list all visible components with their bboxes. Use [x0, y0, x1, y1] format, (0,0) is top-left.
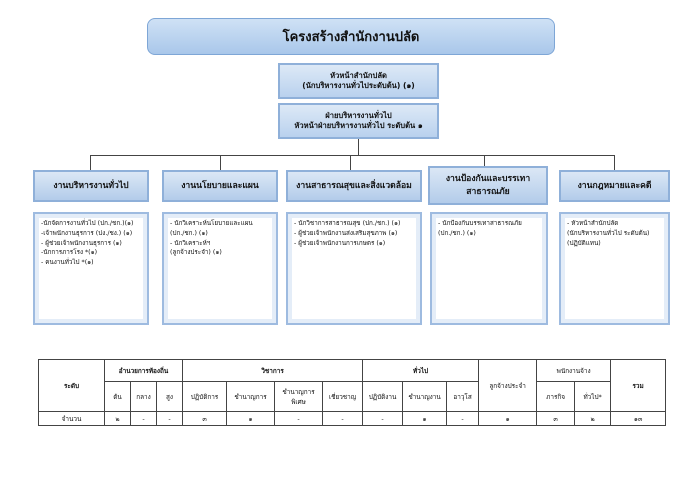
staff-list-general-admin: -นักจัดการงานทั่วไป (ปก./ชก.)(๑) -เจ้าพน…: [33, 212, 149, 325]
staff-list-disaster-prevention: - นักป้องกันบรรเทาสาธารณภัย (ปก./ชก.) (๑…: [430, 212, 548, 325]
total-header: รวม: [610, 359, 667, 412]
count-cell: ๑: [402, 411, 448, 426]
level-cell: สูง: [155, 381, 184, 412]
admin-section-box: ฝ่ายบริหารงานทั่วไป หัวหน้าฝ่ายบริหารงาน…: [278, 103, 439, 139]
staff-item: - นักป้องกันบรรเทาสาธารณภัย: [438, 220, 522, 227]
count-cell: -: [155, 411, 184, 426]
count-cell: ๒: [574, 411, 612, 426]
connector-vertical-main: [358, 139, 359, 155]
staff-item: -นักการภารโรง *(๑): [41, 249, 98, 257]
staff-item: (ปก./ชก.) (๑): [170, 229, 208, 237]
department-public-health: งานสาธารณสุขและสิ่งแวดล้อม: [286, 170, 422, 202]
level-cell: ปฏิบัติการ: [182, 381, 228, 412]
staff-item: -เจ้าพนักงานธุรการ (ปง./ชง.) (๑): [41, 229, 133, 237]
level-cell: ทั่วไป*: [574, 381, 612, 412]
chart-title: โครงสร้างสำนักงานปลัด: [147, 18, 555, 55]
count-cell: -: [274, 411, 324, 426]
count-cell: -: [322, 411, 364, 426]
count-cell: ๒: [104, 411, 131, 426]
staff-item: - นักวิเคราะห์นโยบายและแผน: [170, 220, 253, 227]
connector-drop-3: [350, 155, 351, 170]
level-cell: ชำนาญงาน: [402, 381, 448, 412]
staff-list-public-health: - นักวิชาการสาธารณสุข (ปก./ชก.) (๑) - ผู…: [286, 212, 422, 325]
head-position: (นักบริหารงานทั่วไประดับต้น) (๑): [302, 81, 415, 90]
staff-item: - ผู้ช่วยเจ้าพนักงานส่งเสริมสุขภาพ (๑): [294, 229, 398, 237]
count-cell: ๓: [536, 411, 576, 426]
general-header: ทั่วไป: [362, 359, 480, 382]
count-cell: ๑: [478, 411, 538, 426]
local-admin-header: อำนวยการท้องถิ่น: [103, 359, 184, 382]
admin-position: หัวหน้าฝ่ายบริหารงานทั่วไป ระดับต้น ๑: [294, 121, 423, 130]
staff-item: - นักวิเคราะห์ฯ: [170, 239, 211, 247]
department-disaster-prevention: งานป้องกันและบรรเทาสาธารณภัย: [428, 166, 548, 205]
staff-item: - หัวหน้าสำนักปลัด: [567, 220, 619, 227]
count-cell: -: [446, 411, 480, 426]
connector-drop-4: [484, 155, 485, 170]
level-cell: กลาง: [130, 381, 157, 412]
contract-employee-header: พนักงานจ้าง: [536, 359, 612, 382]
count-cell: ๑: [226, 411, 276, 426]
level-cell: เชี่ยวชาญ: [322, 381, 364, 412]
academic-header: วิชาการ: [182, 359, 364, 382]
level-cell: ต้น: [104, 381, 131, 412]
staff-item: - นักวิชาการสาธารณสุข (ปก./ชก.) (๑): [294, 220, 401, 227]
count-cell: -: [362, 411, 404, 426]
admin-title: ฝ่ายบริหารงานทั่วไป: [325, 110, 392, 120]
level-header: ระดับ: [38, 359, 105, 412]
level-cell: ปฏิบัติงาน: [362, 381, 404, 412]
level-cell: ชำนาญการ: [226, 381, 276, 412]
staff-summary-table: ระดับ อำนวยการท้องถิ่น วิชาการ ทั่วไป ลู…: [38, 359, 667, 426]
staff-item: (นักบริหารงานทั่วไป ระดับต้น): [567, 229, 650, 237]
staff-item: - ผู้ช่วยเจ้าพนักงานธุรการ (๑): [41, 239, 122, 247]
staff-item: (ปก./ชก.) (๑): [438, 229, 476, 237]
count-cell: ๓: [182, 411, 228, 426]
staff-item: -นักจัดการงานทั่วไป (ปก./ชก.)(๑): [41, 220, 134, 227]
level-cell: อาวุโส: [446, 381, 480, 412]
count-label: จำนวน: [38, 411, 105, 426]
connector-horizontal: [90, 155, 614, 156]
head-of-office-box: หัวหน้าสำนักปลัด (นักบริหารงานทั่วไประดั…: [278, 63, 439, 99]
staff-item: - คนงานทั่วไป *(๑): [41, 259, 94, 266]
level-cell: ภารกิจ: [536, 381, 576, 412]
staff-item: - ผู้ช่วยเจ้าพนักงานการเกษตร (๑): [294, 239, 386, 247]
permanent-employee-header: ลูกจ้างประจำ: [478, 359, 538, 412]
department-law-cases: งานกฎหมายและคดี: [559, 170, 670, 202]
head-title: หัวหน้าสำนักปลัด: [330, 70, 387, 80]
count-cell: ๑๓: [610, 411, 667, 426]
staff-item: (ลูกจ้างประจำ) (๑): [170, 249, 222, 257]
department-general-admin: งานบริหารงานทั่วไป: [33, 170, 149, 202]
department-policy-planning: งานนโยบายและแผน: [162, 170, 278, 202]
connector-drop-1: [90, 155, 91, 170]
staff-item: (ปฏิบัติแทน): [567, 239, 601, 247]
staff-list-policy-planning: - นักวิเคราะห์นโยบายและแผน (ปก./ชก.) (๑)…: [162, 212, 278, 325]
connector-drop-5: [614, 155, 615, 170]
connector-drop-2: [220, 155, 221, 170]
count-cell: -: [130, 411, 157, 426]
level-cell: ชำนาญการพิเศษ: [274, 381, 324, 412]
staff-list-law-cases: - หัวหน้าสำนักปลัด (นักบริหารงานทั่วไป ร…: [559, 212, 670, 325]
